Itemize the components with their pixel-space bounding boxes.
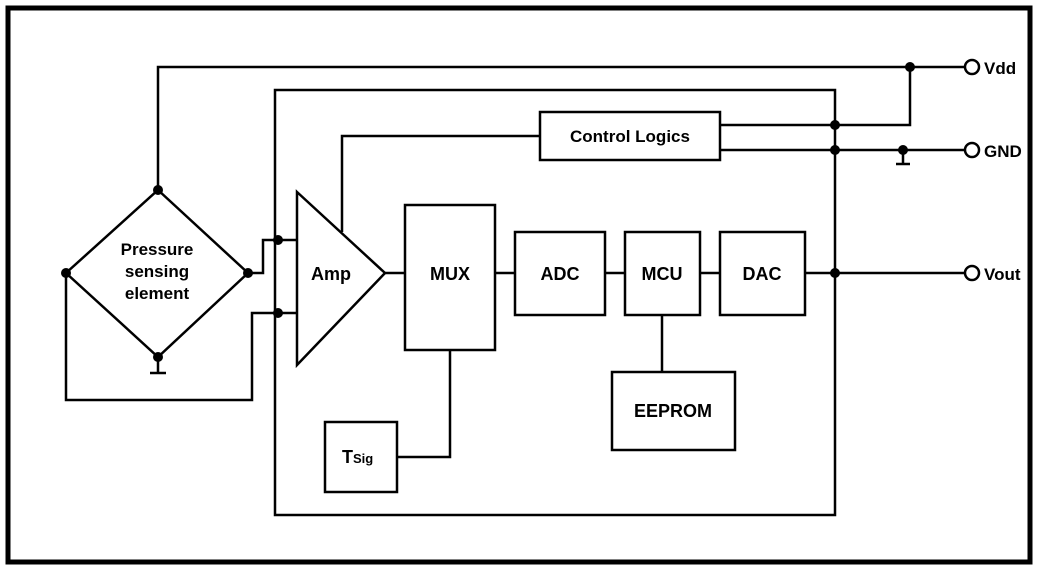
control-logics-block (538, 110, 722, 162)
vout-terminal-label: Vout (984, 265, 1021, 284)
dot-gnd-tick (898, 145, 908, 155)
pressure-label-line3: element (125, 284, 190, 303)
tsig-label: TSig (342, 447, 373, 467)
dac-label: DAC (743, 264, 782, 284)
wire-vdd (156, 65, 965, 190)
terminals: Vdd GND Vout (963, 58, 1022, 284)
dot-diamond-right (243, 268, 253, 278)
dot-diamond-top (153, 185, 163, 195)
dot-amp-input-lower (273, 308, 283, 318)
wire-sensor-lower (64, 273, 297, 402)
dot-chip-edge-ctrl (830, 120, 840, 130)
wire-ctrl-to-vdd (720, 67, 912, 127)
dot-vdd-junction (905, 62, 915, 72)
mcu-block (623, 230, 702, 317)
dot-diamond-left (61, 268, 71, 278)
pressure-label-line2: sensing (125, 262, 189, 281)
dot-chip-edge-vout (830, 268, 840, 278)
eeprom-label: EEPROM (634, 401, 712, 421)
mux-label: MUX (430, 264, 470, 284)
mcu-label: MCU (642, 264, 683, 284)
wire-ctrl-amp (340, 134, 540, 232)
adc-block (513, 230, 607, 317)
eeprom-block (610, 370, 737, 452)
tsig-label-sub: Sig (353, 451, 373, 466)
gnd-terminal-label: GND (984, 142, 1022, 161)
gnd-terminal-icon (963, 141, 981, 159)
vdd-terminal-icon (963, 58, 981, 76)
wire-mux-tsig (397, 350, 452, 459)
dot-chip-edge-gnd (830, 145, 840, 155)
control-logics-label: Control Logics (570, 127, 690, 146)
vdd-terminal-label: Vdd (984, 59, 1016, 78)
dot-diamond-bottom (153, 352, 163, 362)
chip-boundary (273, 88, 837, 517)
dac-block (718, 230, 807, 317)
tsig-block (323, 420, 399, 494)
mux-block (403, 203, 497, 352)
junction-dots (61, 62, 915, 362)
pressure-label-line1: Pressure (121, 240, 194, 259)
dot-amp-input-upper (273, 235, 283, 245)
amp-block (295, 189, 387, 369)
amp-label: Amp (311, 264, 351, 284)
tsig-label-main: T (342, 447, 353, 467)
adc-label: ADC (541, 264, 580, 284)
vout-terminal-icon (963, 264, 981, 282)
